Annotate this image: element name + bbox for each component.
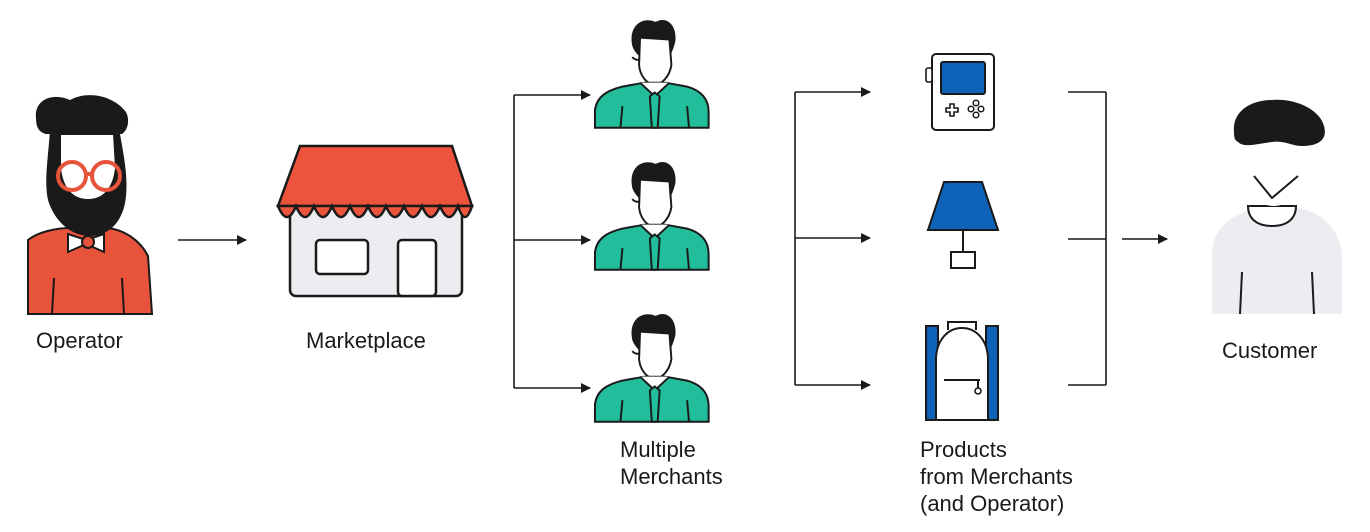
customer-label: Customer: [1222, 338, 1318, 363]
products-label-line-2: from Merchants: [920, 464, 1073, 489]
storefront-icon: [276, 144, 474, 298]
marketplace-label: Marketplace: [306, 328, 426, 353]
customer-person-icon: [1212, 99, 1342, 315]
operator-person-icon: [27, 95, 154, 315]
lamp-icon: [926, 181, 1000, 269]
merchants-label: Multiple Merchants: [620, 436, 723, 490]
merchant-person-icon: [593, 161, 710, 271]
products-label: Products from Merchants (and Operator): [920, 436, 1073, 517]
merchants-label-line-2: Merchants: [620, 464, 723, 489]
backpack-icon: [925, 321, 999, 421]
branch-connector-merchants: [513, 90, 591, 393]
merge-connector-customer: [1068, 91, 1168, 386]
merchant-person-icon: [593, 313, 710, 423]
operator-label: Operator: [36, 328, 123, 353]
products-label-line-3: (and Operator): [920, 491, 1065, 516]
branch-connector-products: [794, 87, 871, 390]
products-label-line-1: Products: [920, 437, 1007, 462]
game-console-icon: [925, 53, 995, 131]
merchants-label-line-1: Multiple: [620, 437, 696, 462]
merchant-person-icon: [593, 19, 710, 129]
